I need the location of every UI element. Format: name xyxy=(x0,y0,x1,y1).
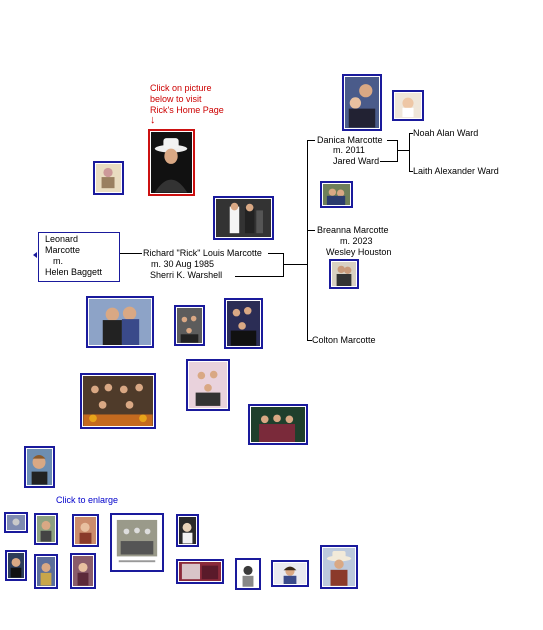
hint-line-1: Click on picture xyxy=(150,83,212,93)
thumb-photo-10[interactable] xyxy=(235,558,261,590)
connector-parent-subject xyxy=(120,253,142,254)
subject-spouse: Sherri K. Warshell xyxy=(150,270,223,280)
thumb-photo-1[interactable] xyxy=(4,512,28,533)
connector-to-grandchildren xyxy=(397,150,409,151)
parents-arrow-icon[interactable] xyxy=(33,252,37,258)
thumb-photo-group-document[interactable] xyxy=(110,513,164,572)
family-portrait-photo[interactable] xyxy=(186,359,230,411)
hint-line-3: Rick's Home Page xyxy=(150,105,224,115)
click-to-enlarge-hint: Click to enlarge xyxy=(56,495,119,505)
grandchildren-photo[interactable] xyxy=(320,181,353,208)
child-colton-name: Colton Marcotte xyxy=(312,335,376,345)
thumb-photo-9[interactable] xyxy=(176,559,224,584)
thumb-photo-3[interactable] xyxy=(72,514,99,547)
parent-line-4: Helen Baggett xyxy=(45,267,103,277)
connector-laith xyxy=(409,171,413,172)
outdoor-family-photo[interactable] xyxy=(248,404,308,445)
family-group-photo-2[interactable] xyxy=(224,298,263,349)
home-page-hint: Click on picture below to visit Rick's H… xyxy=(150,83,224,116)
grandchild-laith: Laith Alexander Ward xyxy=(413,166,499,176)
danica-family-photo[interactable] xyxy=(342,74,382,131)
thumb-photo-6[interactable] xyxy=(5,550,27,581)
grandchild-noah: Noah Alan Ward xyxy=(413,128,479,138)
large-family-photo[interactable] xyxy=(80,373,156,429)
thumb-photo-2[interactable] xyxy=(34,513,58,545)
connector-subject-bottom xyxy=(235,276,284,277)
hint-line-2: below to visit xyxy=(150,94,202,104)
parent-line-2: Marcotte xyxy=(45,245,81,255)
rick-school-portrait-photo[interactable] xyxy=(24,446,55,488)
connector-danica-bottom xyxy=(380,161,398,162)
connector-noah xyxy=(409,133,413,134)
thumb-photo-8[interactable] xyxy=(70,553,96,589)
down-arrow-icon: ↓ xyxy=(150,114,156,126)
child-danica-name: Danica Marcotte xyxy=(317,135,383,145)
thumb-photo-5[interactable] xyxy=(176,514,199,547)
child-with-dog-photo[interactable] xyxy=(93,161,124,195)
thumb-photo-7[interactable] xyxy=(34,554,58,589)
connector-subject-right xyxy=(268,253,283,254)
thumb-photo-11[interactable] xyxy=(271,560,309,587)
child-breanna-spouse: Wesley Houston xyxy=(326,247,392,257)
connector-breanna xyxy=(307,230,315,231)
subject-marriage: m. 30 Aug 1985 xyxy=(151,259,215,269)
baby-photo[interactable] xyxy=(392,90,424,121)
connector-to-children xyxy=(283,264,307,265)
breanna-couple-photo[interactable] xyxy=(329,259,359,289)
rick-sherri-photo[interactable] xyxy=(86,296,154,348)
subject-name: Richard "Rick" Louis Marcotte xyxy=(143,248,262,258)
parents-box[interactable]: Leonard Marcotte m. Helen Baggett xyxy=(38,232,120,282)
wedding-photo[interactable] xyxy=(213,196,274,240)
child-danica-spouse: Jared Ward xyxy=(333,156,380,166)
child-danica-marriage: m. 2011 xyxy=(333,145,365,155)
connector-colton xyxy=(307,340,312,341)
connector-grandchildren-vertical xyxy=(409,133,410,171)
child-breanna-name: Breanna Marcotte xyxy=(317,225,389,235)
parent-line-1: Leonard xyxy=(45,234,79,244)
rick-home-page-photo[interactable] xyxy=(148,129,195,196)
connector-danica-right xyxy=(387,140,397,141)
connector-danica xyxy=(307,140,315,141)
family-group-photo-1[interactable] xyxy=(174,305,205,346)
thumb-photo-cowboy[interactable] xyxy=(320,545,358,589)
child-breanna-marriage: m. 2023 xyxy=(340,236,373,246)
parent-line-3: m. xyxy=(53,256,63,266)
connector-children-vertical xyxy=(307,140,308,341)
